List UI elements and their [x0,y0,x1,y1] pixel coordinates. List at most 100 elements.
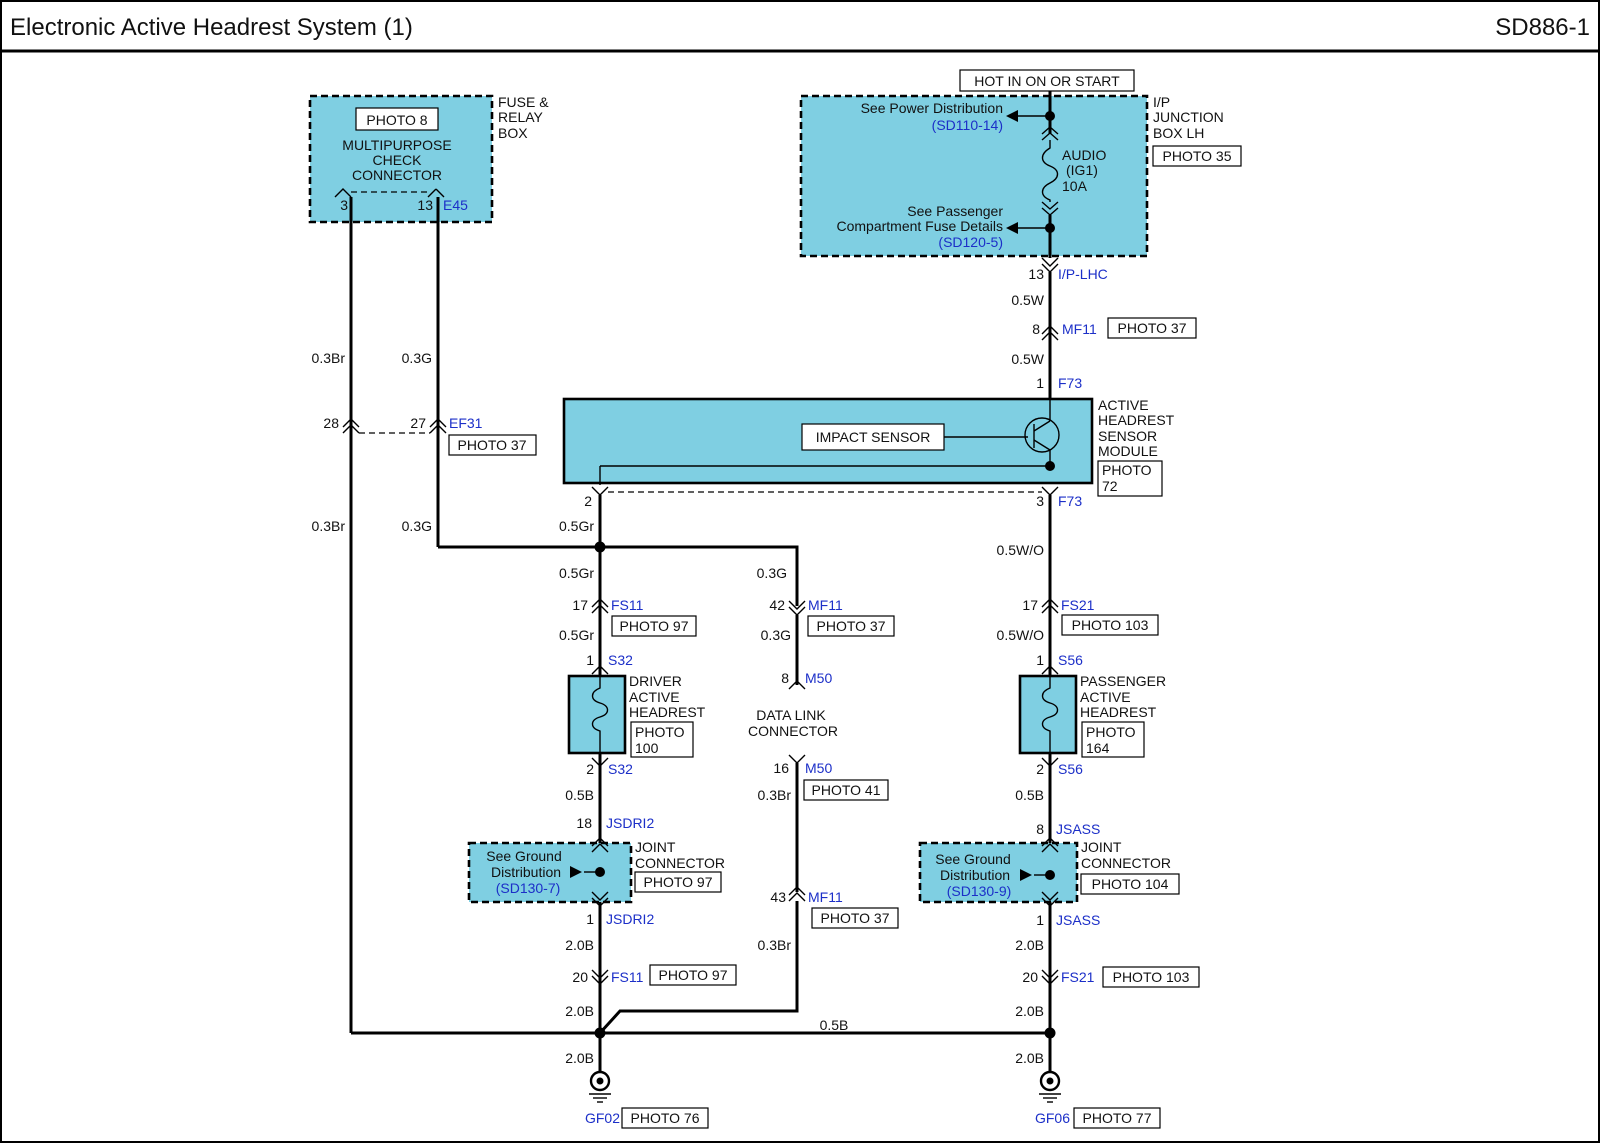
mcc-line3: CONNECTOR [352,167,442,183]
impact-sensor: IMPACT SENSOR [816,429,931,445]
fs11-low-photo: PHOTO 97 [659,967,728,983]
fs11-low-pin: 20 [572,969,588,985]
fs11-photo: PHOTO 97 [620,618,689,634]
junction-label-3: BOX LH [1153,125,1204,141]
junction-label-1: I/P [1153,94,1170,110]
driver-photo-box [630,721,694,758]
fs21-label: FS21 [1061,597,1095,613]
gf02-label: GF02 [585,1110,620,1126]
wire-label-0-5b-b: 0.5B [1015,787,1044,803]
joint-right-photo-box [1080,873,1180,895]
wire-label-0-5gr-b: 0.5Gr [559,565,594,581]
wire-label-0-5wo-a: 0.5W/O [997,542,1045,558]
joint-left-label-2: CONNECTOR [635,855,725,871]
joint-left-code: (SD130-7) [496,880,561,896]
ef31-photo: PHOTO 37 [458,437,527,453]
s56-pin-1-symbol [1041,665,1059,675]
supply-label: HOT IN ON OR START [974,73,1120,89]
jsdri2-pin-1: 1 [586,911,594,927]
wire-label-0-5b-h: 0.5B [820,1017,849,1033]
fs11-low-label: FS11 [611,969,644,985]
gf06-photo-box [1073,1107,1161,1129]
wire-label-0-3br-a: 0.3Br [312,350,346,366]
fs21-low-pin: 20 [1022,969,1038,985]
wire-label-0-3br-b: 0.3Br [312,518,346,534]
ground-gf06-icon [1039,1070,1061,1103]
mf11-mid-photo: PHOTO 37 [817,618,886,634]
s32-label-a: S32 [608,652,633,668]
wire-label-2-0b-b: 2.0B [565,1003,594,1019]
e45-pin-3-symbol [334,188,352,198]
passenger-photo-a: PHOTO [1086,724,1136,740]
joint-right-photo: PHOTO 104 [1092,876,1169,892]
ef31-pin-28-symbol [342,418,360,434]
power-dist-ref: See Power Distribution [861,100,1003,116]
wire-label-0-3g-c: 0.3G [757,565,787,581]
pass-ref-code: (SD120-5) [938,234,1003,250]
f73-pin-3-symbol [1041,486,1059,496]
fs21-low-symbol [1041,969,1059,985]
pass-ref-1: See Passenger [907,203,1003,219]
transistor-icon [1024,417,1060,453]
mf11-top-label: MF11 [1062,321,1097,337]
junction-photo-box [1152,145,1242,167]
wire-label-0-5w-b: 0.5W [1011,351,1044,367]
transistor-collector [1033,420,1051,432]
mf11-mid-pin: 42 [769,597,785,613]
f73-pin-2-symbol [591,486,609,496]
photo-8-label: PHOTO 8 [366,112,427,128]
joint-right-label-2: CONNECTOR [1081,855,1171,871]
splice-0-5gr [594,541,606,553]
f73-bottom-label: F73 [1058,493,1082,509]
s56-pin-2: 2 [1036,761,1044,777]
joint-right-arrow [1020,869,1032,881]
mf11-mid-photo-box [807,615,895,637]
junction-label-2: JUNCTION [1153,109,1224,125]
mf11-top-symbol [1041,325,1059,341]
module-label-2: HEADREST [1098,412,1175,428]
jsass-pin-1: 1 [1036,912,1044,928]
joint-left-label-1: JOINT [635,839,676,855]
mf11-top-photo: PHOTO 37 [1118,320,1187,336]
gf06-photo: PHOTO 77 [1083,1110,1152,1126]
e45-pin-13: 13 [417,197,433,213]
joint-left-photo: PHOTO 97 [644,874,713,890]
driver-label-3: HEADREST [629,704,706,720]
driver-headrest-coil-icon [591,676,609,753]
driver-active-headrest [567,674,627,755]
s56-label-b: S56 [1058,761,1083,777]
dlc-label-1: DATA LINK [756,707,826,723]
power-dist-code: (SD110-14) [932,117,1003,133]
wire-label-2-0b-c: 2.0B [1015,937,1044,953]
wire-label-0-5w-a: 0.5W [1011,292,1044,308]
mf11-mid-label: MF11 [808,597,843,613]
passenger-photo-b: 164 [1086,740,1110,756]
m50-pin-8-symbol [788,680,806,690]
s32-label-b: S32 [608,761,633,777]
s56-pin-2-symbol [1041,757,1059,767]
audio-fuse-symbol [1041,140,1059,202]
jsass-bottom-symbol [1041,891,1059,907]
f73-pin-2: 2 [584,493,592,509]
module-photo-b: 72 [1102,478,1118,494]
ip-lhc-symbol [1041,257,1059,273]
fs11-label: FS11 [611,597,644,613]
wire-label-0-3g-d: 0.3G [761,627,791,643]
fuse-relay-box-label-2: RELAY [498,109,544,125]
mf11-low-photo-box [811,907,899,929]
fs21-low-photo-box [1102,966,1200,988]
jsdri2-bottom-symbol [591,891,609,907]
jsdri2-label-a: JSDRI2 [606,815,654,831]
m50-pin-8: 8 [781,670,789,686]
passenger-label-3: HEADREST [1080,704,1157,720]
fuse-name-2: (IG1) [1066,162,1098,178]
m50-pin-16-symbol [788,754,806,764]
wire-label-0-3g-a: 0.3G [402,350,432,366]
m50-photo: PHOTO 41 [812,782,881,798]
fs21-pin: 17 [1022,597,1038,613]
joint-left-arrow [570,866,582,878]
s56-label-a: S56 [1058,652,1083,668]
pass-ref-arrow [1006,222,1018,234]
